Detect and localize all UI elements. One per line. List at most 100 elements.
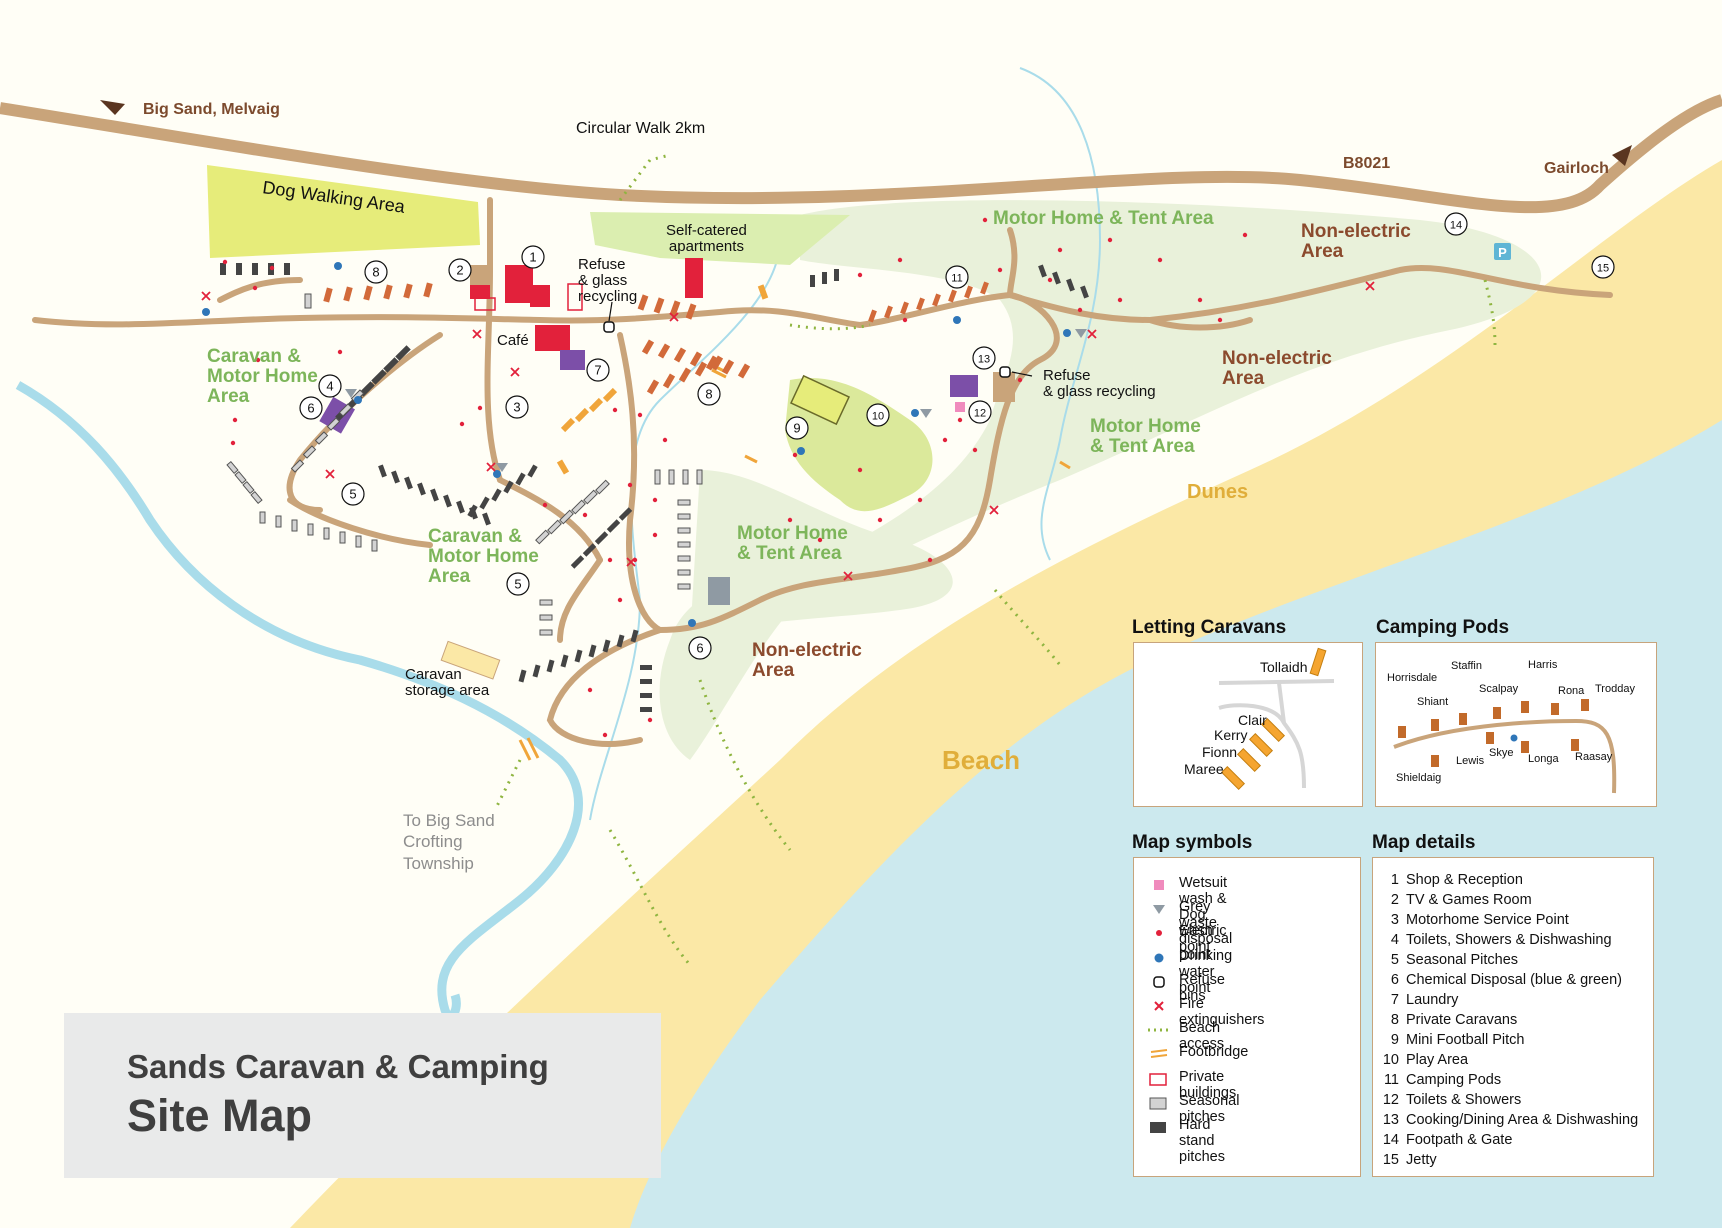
number-label: 11 — [951, 273, 962, 285]
pitch — [491, 488, 502, 502]
electric-point — [1077, 307, 1083, 313]
pitch — [546, 659, 555, 673]
football-pitch — [790, 374, 850, 426]
letting-kerry: Kerry — [1214, 727, 1248, 743]
pitch — [574, 649, 583, 663]
fire-extinguisher — [472, 329, 482, 339]
number-marker — [785, 416, 809, 440]
pitch — [916, 297, 925, 311]
pitch — [677, 583, 691, 590]
pitch — [371, 369, 387, 385]
stream — [1019, 67, 1102, 561]
pitch — [677, 499, 691, 506]
laundry-building — [560, 350, 585, 370]
toilets-showers-12 — [950, 375, 978, 397]
pitch — [653, 297, 665, 314]
detail-label: Play Area — [1406, 1052, 1469, 1068]
number-marker — [318, 374, 342, 398]
pitch — [556, 459, 570, 475]
number-label: 5 — [349, 487, 356, 502]
pitch — [539, 629, 553, 636]
pitch — [595, 479, 610, 495]
fire-extinguisher — [510, 367, 520, 377]
fire-extinguisher — [989, 505, 999, 515]
letting-fionn: Fionn — [1202, 744, 1238, 760]
pitch — [252, 263, 258, 275]
shop-reception — [505, 265, 533, 303]
detail-number: 1 — [1390, 872, 1399, 888]
beach-label: Beach — [942, 745, 1021, 775]
cafe-building — [535, 325, 570, 351]
road-label-right: Gairloch — [1544, 160, 1609, 177]
pitch — [220, 263, 226, 275]
chemical-disposal — [708, 577, 730, 605]
fire-extinguisher — [843, 571, 853, 581]
pitch — [900, 301, 909, 315]
pitch — [689, 351, 703, 367]
pitch — [1080, 285, 1089, 299]
electric-point — [637, 412, 643, 418]
detail-label: Jetty — [1406, 1152, 1437, 1168]
pitch — [678, 367, 692, 383]
detail-label: Motorhome Service Point — [1406, 912, 1569, 928]
electric-point — [269, 265, 275, 271]
pitch — [696, 469, 703, 485]
pitch — [822, 272, 827, 284]
number-marker — [1591, 255, 1615, 279]
pitch — [338, 403, 353, 417]
red-cross-icon — [1154, 1001, 1164, 1011]
electric-point — [662, 437, 668, 443]
electric-point — [1107, 237, 1113, 243]
arrow-left-icon — [100, 100, 125, 115]
electric-point — [255, 357, 261, 363]
number-label: 6 — [307, 401, 314, 416]
symbol-label: Hard stand pitches — [1179, 1117, 1225, 1165]
pitch — [694, 361, 708, 377]
water-point — [354, 396, 362, 404]
number-marker — [506, 572, 530, 596]
pods-map — [1393, 699, 1617, 794]
pitch — [339, 531, 346, 544]
detail-number: 3 — [1390, 912, 1399, 928]
number-label: 4 — [326, 379, 333, 394]
electric-point — [612, 407, 618, 413]
electric-point — [1197, 297, 1203, 303]
pitch — [588, 644, 597, 658]
detail-number: 8 — [1390, 1012, 1399, 1028]
number-label: 14 — [1450, 220, 1462, 232]
pitch — [868, 309, 877, 323]
number-label: 5 — [514, 577, 521, 592]
pitch — [1052, 271, 1061, 285]
electric-point — [787, 517, 793, 523]
pitch — [479, 496, 490, 510]
pitch — [602, 387, 618, 403]
pitch — [535, 529, 550, 545]
electric-point — [582, 512, 588, 518]
pitch — [721, 359, 735, 375]
pitch — [657, 343, 671, 359]
water-point — [493, 470, 501, 478]
grey-waste-point — [920, 409, 932, 418]
electric-point — [1017, 377, 1023, 383]
electric-point — [232, 417, 238, 423]
electric-point — [957, 417, 963, 423]
pitch — [560, 654, 569, 668]
number-marker — [341, 482, 365, 506]
pitch — [685, 303, 697, 320]
pitch — [669, 300, 681, 317]
electric-point — [647, 717, 653, 723]
detail-label: Footpath & Gate — [1406, 1132, 1513, 1148]
number-label: 7 — [594, 363, 601, 378]
symbol-label: Electric point — [1179, 923, 1227, 956]
pitch — [383, 357, 399, 373]
detail-number: 9 — [1390, 1032, 1399, 1048]
pitch — [677, 513, 691, 520]
pitch — [403, 283, 413, 299]
electric-point — [817, 537, 823, 543]
pitch — [757, 284, 769, 300]
